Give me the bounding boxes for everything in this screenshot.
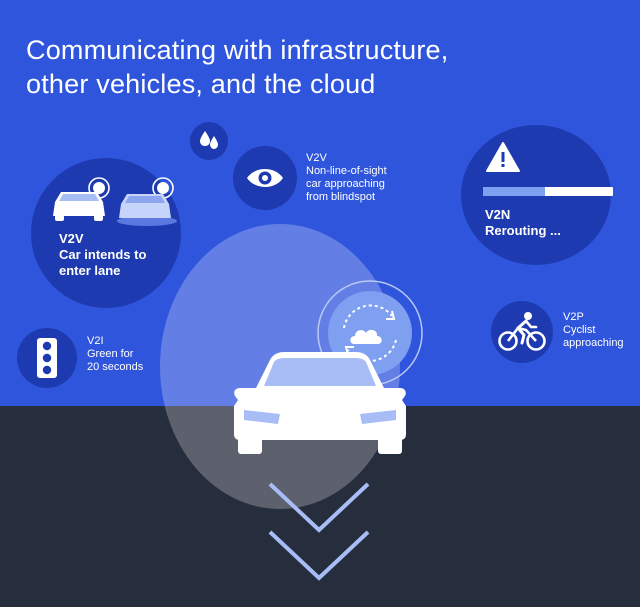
water-drops-icon (199, 129, 219, 153)
v2v-blindspot-type: V2V (306, 152, 327, 164)
page-title: Communicating with infrastructure, other… (26, 33, 586, 101)
car-front-icon (230, 348, 410, 460)
v2p-line-1: Cyclist (563, 324, 596, 336)
eye-icon (245, 166, 285, 190)
v2v-lane-line-1: Car intends to (59, 247, 147, 262)
v2i-line-1: Green for (87, 348, 134, 360)
page-title-line-2: other vehicles, and the cloud (26, 69, 376, 99)
eye-bubble (233, 146, 297, 210)
warning-icon (485, 141, 521, 173)
water-drops-bubble (190, 122, 228, 160)
v2v-blindspot-line-2: car approaching (306, 178, 385, 190)
reroute-progress-fill (483, 187, 546, 196)
cars-icon (49, 172, 179, 232)
traffic-light-icon (36, 337, 58, 379)
v2v-blindspot-line-3: from blindspot (306, 191, 376, 203)
cyclist-icon (498, 310, 546, 352)
v2v-lane-bubble: V2V Car intends to enter lane (31, 158, 181, 308)
v2v-lane-type: V2V (59, 231, 84, 246)
v2i-bubble (17, 328, 77, 388)
v2n-type: V2N (485, 207, 511, 222)
v2i-type: V2I (87, 335, 104, 347)
page-title-line-1: Communicating with infrastructure, (26, 35, 449, 65)
v2i-line-2: 20 seconds (87, 361, 144, 373)
chevron-down-icon (266, 480, 372, 586)
v2p-bubble (491, 301, 553, 363)
v2v-blindspot-line-1: Non-line-of-sight (306, 165, 387, 177)
v2p-type: V2P (563, 311, 584, 323)
v2v-lane-line-2: enter lane (59, 263, 121, 278)
v2p-line-2: approaching (563, 337, 624, 349)
reroute-progress-bar (483, 187, 613, 196)
v2n-status: Rerouting ... (485, 223, 561, 238)
